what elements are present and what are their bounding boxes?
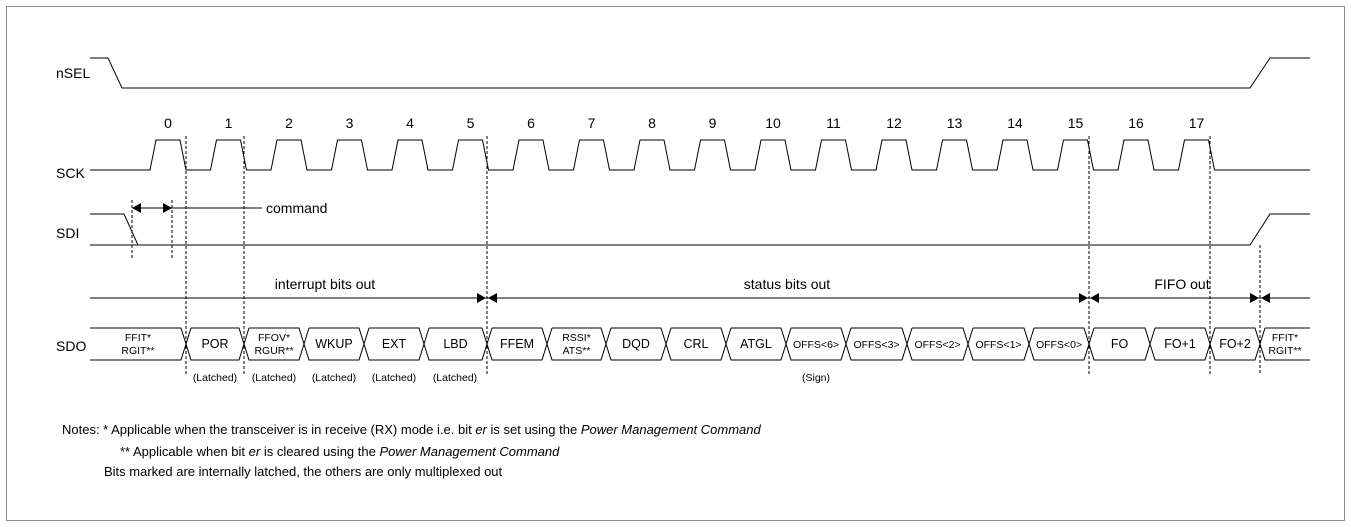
arrowheads [132,203,1270,303]
sdo-cell-label: POR [201,337,228,351]
clock-number: 13 [947,115,963,131]
sdo-sublabels: (Latched) (Latched) (Latched) (Latched) (Lat… [193,372,830,384]
sdo-cell-label: OFFS<6> [793,339,839,351]
clock-number: 9 [709,115,717,131]
clock-number: 7 [588,115,596,131]
sdo-cell-label: LBD [443,337,467,351]
sdo-cell-label: FFEM [500,337,534,351]
note-line-1: Notes: * Applicable when the transceiver… [62,422,762,437]
arrowhead-icon [132,203,141,213]
fifo-label: FIFO out [1154,276,1209,292]
sdo-sublabel: (Latched) [252,372,296,384]
signal-label-nsel: nSEL [56,65,90,81]
arrowhead-icon [477,293,486,303]
sdo-cell-outline [1088,327,1151,361]
command-label: command [266,200,327,216]
sdo-cell-label: OFFS<1> [975,339,1021,351]
sdo-cell-outline [1259,327,1310,361]
interrupt-label: interrupt bits out [275,276,375,292]
sdo-cell-label: OFFS<3> [853,339,899,351]
clock-number: 6 [527,115,535,131]
sdo-cell-label: FFIT* [1272,332,1298,344]
arrowhead-icon [1261,293,1270,303]
signal-label-sdi: SDI [56,225,79,241]
clock-number: 3 [346,115,354,131]
sdo-cell-outline [1149,327,1211,361]
clock-number: 12 [886,115,902,131]
sdo-sublabel: (Latched) [433,372,477,384]
nsel-waveform [90,57,1310,89]
sdo-cell-outline [423,327,488,361]
arrowhead-icon [1079,293,1088,303]
clock-number: 17 [1189,115,1205,131]
sdo-cell-outline [665,327,727,361]
sdo-cell-label: ATS** [563,345,591,357]
sdi-waveform-end [90,213,1310,246]
clock-number: 14 [1007,115,1023,131]
sdo-cell-label: EXT [382,337,407,351]
sdo-sublabel: (Latched) [193,372,237,384]
clock-number: 5 [467,115,475,131]
sdo-cell-outline [546,327,607,361]
sdo-cell-outline [906,327,969,361]
sdo-sublabel: (Sign) [802,372,830,384]
sdo-cell-outline [785,327,847,361]
arrowhead-icon [488,293,497,303]
note-line-3: Bits marked are internally latched, the … [104,464,503,479]
note-line-2: ** Applicable when bit er is cleared usi… [120,444,560,459]
sdo-cell-outline [185,327,245,361]
status-label: status bits out [744,276,830,292]
signal-label-sck: SCK [56,165,85,181]
sdo-cell-outline [243,327,305,361]
sdo-cell-label: CRL [683,337,708,351]
sdo-cell-label: FO+2 [1219,337,1251,351]
clock-number: 4 [406,115,414,131]
sdo-cell-label: ATGL [740,337,772,351]
sdi-waveform [90,213,1250,246]
sdo-cell-outline [363,327,425,361]
sdo-cell-outline [1028,327,1090,361]
sdo-cell-label: OFFS<0> [1036,339,1082,351]
sdo-cell-label: FO [1111,337,1129,351]
arrowhead-icon [163,203,172,213]
sdo-sublabel: (Latched) [312,372,356,384]
sdo-cell-label: FFIT* [125,332,151,344]
sdo-cell-outline [486,327,548,361]
sck-waveform [90,139,1310,171]
sdo-cell-label: FFOV* [258,332,290,344]
signal-label-sdo: SDO [56,338,86,354]
clock-number: 16 [1128,115,1144,131]
sdo-cell-label: OFFS<2> [914,339,960,351]
sdo-cell-label: RSSI* [562,332,591,344]
diagram-frame [6,6,1345,521]
arrowhead-icon [1250,293,1259,303]
clock-number: 11 [826,115,841,131]
clock-number: 8 [648,115,656,131]
sdo-cell-label: FO+1 [1164,337,1196,351]
sck-line [90,139,1310,171]
sdo-cell-label: RGUR** [254,345,293,357]
clock-number: 1 [225,115,233,131]
clock-number: 2 [285,115,293,131]
sdo-sublabel: (Latched) [372,372,416,384]
sdo-cell-outline [303,327,365,361]
sdo-cell-label: RGIT** [1268,345,1301,357]
clock-number: 0 [164,115,172,131]
arrowhead-icon [1090,293,1099,303]
sdo-cell-outline [967,327,1030,361]
clock-number: 10 [765,115,781,131]
sdo-cell-label: RGIT** [121,345,154,357]
clock-number: 15 [1068,115,1084,131]
sdo-cell-outline [605,327,667,361]
sdo-cell-label: WKUP [315,337,353,351]
sdo-cell-label: DQD [622,337,650,351]
sdo-cell-outline [725,327,787,361]
sdo-cell-outline [845,327,908,361]
sdo-cell-outline [1209,327,1261,361]
